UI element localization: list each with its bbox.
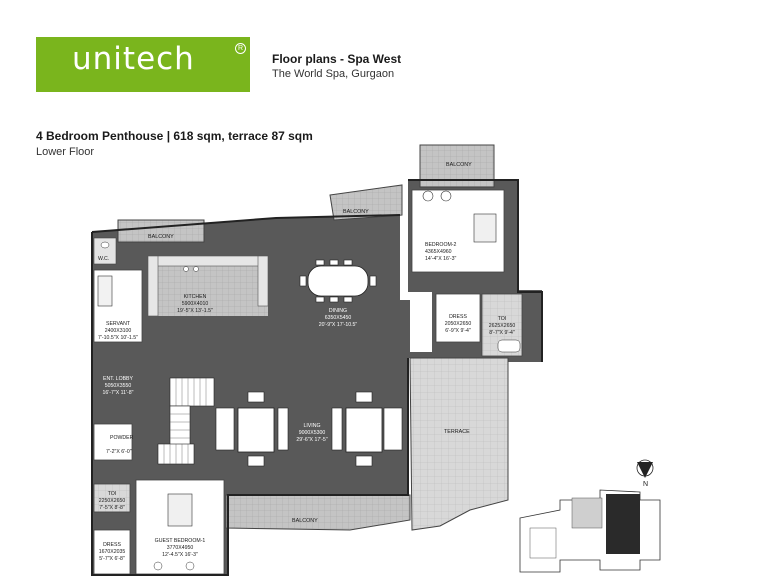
header-subtitle: The World Spa, Gurgaon (272, 68, 395, 80)
svg-text:2400X3100: 2400X3100 (105, 328, 132, 334)
registered-mark: R (235, 43, 246, 54)
svg-text:DRESS: DRESS (449, 314, 467, 320)
plan-title: 4 Bedroom Penthouse | 618 sqm, terrace 8… (36, 129, 313, 143)
svg-text:7'-2"X 6'-0": 7'-2"X 6'-0" (106, 449, 132, 455)
guest-bedroom-1: GUEST BEDROOM-1 3770X4950 12'-4.5"X 16'-… (135, 479, 225, 575)
svg-text:4365X4960: 4365X4960 (425, 249, 452, 255)
svg-text:TERRACE: TERRACE (444, 429, 470, 435)
svg-text:8'-7"X 9'-4": 8'-7"X 9'-4" (489, 330, 515, 336)
svg-text:7'-5"X 8'-8": 7'-5"X 8'-8" (99, 505, 125, 511)
svg-text:14'-4"X 16'-3": 14'-4"X 16'-3" (425, 256, 456, 262)
svg-text:6350X5450: 6350X5450 (325, 315, 352, 321)
logo-wordmark: unitech (72, 41, 195, 77)
svg-text:19'-5"X 13'-1.5": 19'-5"X 13'-1.5" (177, 308, 213, 314)
svg-text:LIVING: LIVING (303, 423, 320, 429)
svg-text:DRESS: DRESS (103, 542, 121, 548)
unitech-logo: unitech R (36, 37, 250, 92)
svg-text:6'-9"X 9'-4": 6'-9"X 9'-4" (445, 328, 471, 334)
svg-text:BALCONY: BALCONY (148, 234, 174, 240)
dining-room: DINING 6350X5450 20'-9"X 17'-10.5" (299, 259, 377, 328)
svg-text:1670X2035: 1670X2035 (99, 549, 126, 555)
ent-lobby: ENT. LOBBY 5050X3550 16'-7"X 11'-8" (103, 376, 134, 396)
svg-text:BALCONY: BALCONY (292, 518, 318, 524)
svg-text:W.C.: W.C. (98, 256, 109, 262)
staircase (157, 377, 215, 465)
svg-text:BALCONY: BALCONY (446, 162, 472, 168)
living-room: LIVING 9000X5300 29'-6"X 17'-5" (215, 391, 403, 467)
svg-text:5'-7"X 6'-8": 5'-7"X 6'-8" (99, 556, 125, 562)
svg-text:SERVANT: SERVANT (106, 321, 131, 327)
kitchen: KITCHEN 5900X4010 19'-5"X 13'-1.5" (147, 255, 269, 317)
header-title: Floor plans - Spa West (272, 52, 402, 66)
svg-text:29'-6"X 17'-5": 29'-6"X 17'-5" (296, 437, 327, 443)
toilet-top: TOI 2625X2650 8'-7"X 9'-4" (481, 293, 523, 357)
north-arrow-icon: N (636, 459, 654, 488)
svg-text:2250X2650: 2250X2650 (99, 498, 126, 504)
svg-text:KITCHEN: KITCHEN (184, 294, 207, 300)
outer-walls (91, 179, 543, 576)
plan-subtitle: Lower Floor (36, 146, 95, 158)
svg-text:TOI: TOI (498, 316, 507, 322)
terrace: TERRACE (409, 357, 509, 531)
svg-text:9000X5300: 9000X5300 (299, 430, 326, 436)
svg-text:2050X2650: 2050X2650 (445, 321, 472, 327)
svg-text:BEDROOM-2: BEDROOM-2 (425, 242, 457, 248)
svg-text:BALCONY: BALCONY (343, 209, 369, 215)
balcony-mid: BALCONY (329, 184, 403, 221)
svg-text:DINING: DINING (329, 308, 347, 314)
svg-text:POWDER: POWDER (110, 435, 134, 441)
svg-text:TOI: TOI (108, 491, 117, 497)
toilet-bottom: TOI 2250X2650 7'-5"X 8'-8" (93, 483, 131, 513)
powder-room: POWDER 7'-2"X 6'-0" (93, 423, 134, 461)
bedroom-2: BEDROOM-2 4365X4960 14'-4"X 16'-3" (411, 189, 505, 273)
svg-text:16'-7"X 11'-8": 16'-7"X 11'-8" (103, 390, 134, 396)
svg-text:GUEST BEDROOM-1: GUEST BEDROOM-1 (155, 538, 206, 544)
svg-text:20'-9"X 17'-10.5": 20'-9"X 17'-10.5" (319, 322, 358, 328)
servant-room: SERVANT 2400X3100 7'-10.5"X 10'-1.5" (93, 269, 143, 343)
key-plan (519, 489, 661, 573)
svg-text:N: N (643, 481, 648, 488)
wc: W.C. (93, 237, 117, 265)
svg-text:5900X4010: 5900X4010 (182, 301, 209, 307)
svg-text:12'-4.5"X 16'-3": 12'-4.5"X 16'-3" (162, 552, 198, 558)
dress-top: DRESS 2050X2650 6'-9"X 9'-4" (435, 293, 481, 343)
svg-text:7'-10.5"X 10'-1.5": 7'-10.5"X 10'-1.5" (98, 335, 138, 341)
balcony-bottom: BALCONY (225, 494, 411, 531)
svg-text:3770X4950: 3770X4950 (167, 545, 194, 551)
dress-bottom: DRESS 1670X2035 5'-7"X 6'-8" (93, 529, 131, 575)
balcony-top-left: BALCONY (117, 219, 205, 243)
svg-text:5050X3550: 5050X3550 (105, 383, 132, 389)
svg-text:2625X2650: 2625X2650 (489, 323, 516, 329)
svg-text:ENT. LOBBY: ENT. LOBBY (103, 376, 134, 382)
